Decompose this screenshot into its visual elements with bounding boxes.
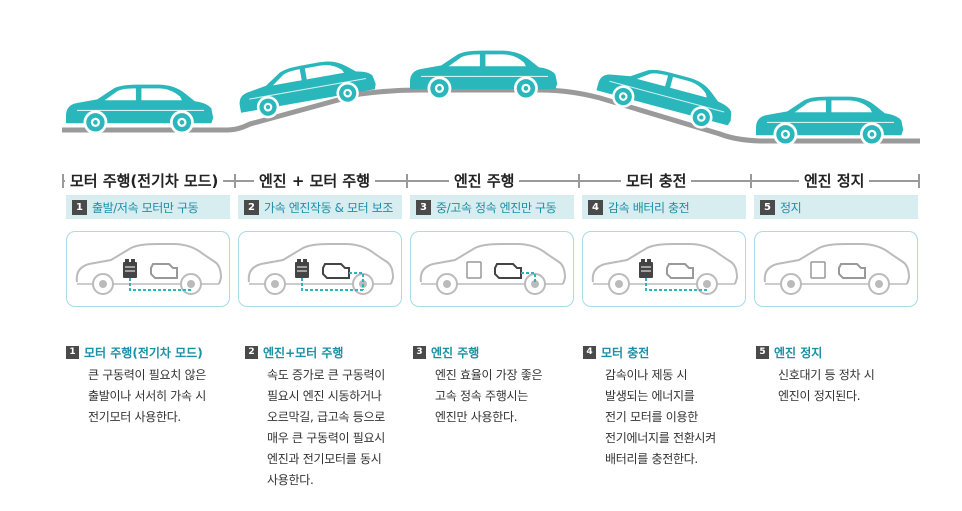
engine-flow-line bbox=[521, 272, 536, 284]
stage-description-5: 5 엔진 정지 신호대기 등 정차 시 엔진이 정지된다. bbox=[756, 343, 926, 407]
stage-description-4: 4 모터 충전 감속이나 제동 시 발생되는 에너지를 전기 모터를 이용한 전… bbox=[583, 343, 753, 470]
stage-strip-3: 3 중/고속 정속 엔진만 구동 bbox=[410, 195, 574, 219]
charge-flow-line bbox=[645, 278, 707, 291]
description-line: 오르막길, 급고속 등으로 bbox=[267, 410, 385, 424]
description-title: 모터 주행(전기차 모드) bbox=[84, 345, 203, 360]
description-body: 속도 증가로 큰 구동력이 필요시 엔진 시동하거나 오르막길, 급고속 등으로… bbox=[267, 365, 415, 491]
step-badge: 1 bbox=[66, 345, 79, 359]
battery-icon bbox=[295, 259, 309, 278]
step-badge: 3 bbox=[413, 345, 426, 359]
battery-icon bbox=[466, 261, 482, 279]
car-outline-icon bbox=[763, 243, 911, 295]
car-outline-icon bbox=[247, 243, 395, 295]
description-line: 배터리를 충전한다. bbox=[605, 452, 698, 466]
description-body: 감속이나 제동 시 발생되는 에너지를 전기 모터를 이용한 전기에너지를 전환… bbox=[605, 365, 753, 470]
stage-description-3: 3 엔진 주행 엔진 효율이 가장 좋은 고속 정속 주행시는 엔진만 사용한다… bbox=[413, 343, 583, 428]
description-line: 출발이나 서서히 가속 시 bbox=[88, 389, 206, 403]
strip-label: 가속 엔진작동 & 모터 보조 bbox=[264, 200, 394, 215]
description-line: 전기에너지를 전환시켜 bbox=[605, 431, 716, 445]
powertrain-card-2 bbox=[238, 231, 402, 307]
battery-icon bbox=[639, 259, 653, 278]
strip-label: 정지 bbox=[780, 200, 802, 215]
step-badge: 4 bbox=[588, 199, 603, 215]
powertrain-card-3 bbox=[410, 231, 574, 307]
stage-strip-4: 4 감속 배터리 충전 bbox=[582, 195, 746, 219]
description-body: 엔진 효율이 가장 좋은 고속 정속 주행시는 엔진만 사용한다. bbox=[435, 365, 583, 428]
power-flow-line bbox=[129, 278, 191, 291]
description-line: 큰 구동력이 필요치 않은 bbox=[88, 368, 206, 382]
description-line: 발생되는 에너지를 bbox=[605, 389, 695, 403]
engine-icon bbox=[150, 263, 178, 279]
description-line: 속도 증가로 큰 구동력이 bbox=[267, 368, 385, 382]
battery-icon bbox=[123, 259, 137, 278]
step-badge: 5 bbox=[756, 345, 769, 359]
description-body: 큰 구동력이 필요치 않은 출발이나 서서히 가속 시 전기모터 사용한다. bbox=[88, 365, 236, 428]
step-badge: 5 bbox=[760, 199, 775, 215]
car-1-icon bbox=[64, 83, 215, 136]
engine-icon bbox=[494, 263, 522, 279]
description-line: 고속 정속 주행시는 bbox=[435, 389, 528, 403]
engine-icon bbox=[322, 263, 350, 279]
road-line bbox=[62, 87, 920, 144]
strip-label: 출발/저속 모터만 구동 bbox=[92, 200, 199, 215]
car-2-icon bbox=[233, 52, 380, 125]
description-line: 엔진과 전기모터를 동시 bbox=[267, 452, 382, 466]
description-line: 매우 큰 구동력이 필요시 bbox=[267, 431, 385, 445]
description-title: 모터 충전 bbox=[601, 345, 650, 360]
step-badge: 4 bbox=[583, 345, 596, 359]
stage-title-1: 모터 주행(전기차 모드) bbox=[65, 170, 224, 192]
stage-tick bbox=[62, 174, 64, 188]
step-badge: 3 bbox=[416, 199, 431, 215]
description-line: 엔진이 정지된다. bbox=[778, 389, 861, 403]
stage-title-3: 엔진 주행 bbox=[449, 170, 520, 192]
description-line: 전기 모터를 이용한 bbox=[605, 410, 698, 424]
stage-strip-2: 2 가속 엔진작동 & 모터 보조 bbox=[238, 195, 402, 219]
stage-tick bbox=[750, 174, 752, 188]
powertrain-card-4 bbox=[582, 231, 746, 307]
stage-tick bbox=[578, 174, 580, 188]
car-outline-icon bbox=[75, 243, 223, 295]
step-badge: 1 bbox=[72, 199, 87, 215]
engine-icon bbox=[838, 263, 866, 279]
description-line: 전기모터 사용한다. bbox=[88, 410, 181, 424]
stage-tick bbox=[234, 174, 236, 188]
car-4-icon bbox=[592, 54, 740, 138]
stage-title-2: 엔진 + 모터 주행 bbox=[254, 170, 376, 192]
stage-tick bbox=[918, 174, 920, 188]
description-title: 엔진+모터 주행 bbox=[263, 345, 344, 360]
stage-tick bbox=[406, 174, 408, 188]
stage-title-5: 엔진 정지 bbox=[799, 170, 870, 192]
car-3-icon bbox=[408, 49, 559, 102]
stage-header-row: 모터 주행(전기차 모드) 엔진 + 모터 주행 엔진 주행 모터 충전 엔진 … bbox=[62, 170, 920, 192]
description-title: 엔진 주행 bbox=[431, 345, 480, 360]
road-scene bbox=[62, 49, 920, 148]
strip-label: 중/고속 정속 엔진만 구동 bbox=[436, 200, 557, 215]
car-outline-icon bbox=[591, 243, 739, 295]
power-flow-line bbox=[301, 278, 363, 291]
strip-label: 감속 배터리 충전 bbox=[608, 200, 690, 215]
step-badge: 2 bbox=[244, 199, 259, 215]
powertrain-card-5 bbox=[754, 231, 918, 307]
description-line: 신호대기 등 정차 시 bbox=[778, 368, 875, 382]
car-outline-icon bbox=[419, 243, 567, 295]
battery-icon bbox=[810, 261, 826, 279]
description-title: 엔진 정지 bbox=[774, 345, 823, 360]
description-line: 엔진 효율이 가장 좋은 bbox=[435, 368, 543, 382]
engine-icon bbox=[666, 263, 694, 279]
stage-title-4: 모터 충전 bbox=[621, 170, 692, 192]
powertrain-card-1 bbox=[66, 231, 230, 307]
description-line: 엔진만 사용한다. bbox=[435, 410, 518, 424]
step-badge: 2 bbox=[245, 345, 258, 359]
stage-description-1: 1 모터 주행(전기차 모드) 큰 구동력이 필요치 않은 출발이나 서서히 가… bbox=[66, 343, 236, 428]
description-line: 사용한다. bbox=[267, 473, 314, 487]
engine-flow-line bbox=[349, 272, 364, 290]
stage-strip-1: 1 출발/저속 모터만 구동 bbox=[66, 195, 230, 219]
stage-description-2: 2 엔진+모터 주행 속도 증가로 큰 구동력이 필요시 엔진 시동하거나 오르… bbox=[245, 343, 415, 491]
description-body: 신호대기 등 정차 시 엔진이 정지된다. bbox=[778, 365, 926, 407]
description-line: 필요시 엔진 시동하거나 bbox=[267, 389, 382, 403]
stage-strip-5: 5 정지 bbox=[754, 195, 918, 219]
description-line: 감속이나 제동 시 bbox=[605, 368, 688, 382]
